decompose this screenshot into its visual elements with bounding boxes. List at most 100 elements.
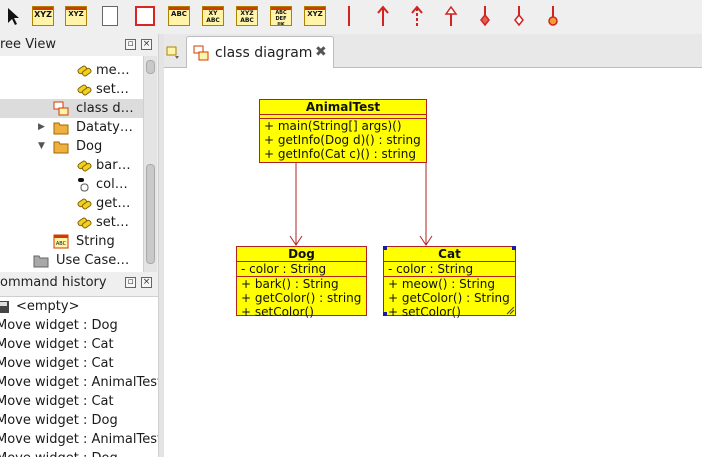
entity-icon: ABC DEF IJK bbox=[270, 6, 292, 26]
association-dog[interactable] bbox=[289, 163, 303, 246]
diagram-canvas[interactable]: AnimalTest + main(String[] args)() + get… bbox=[164, 68, 702, 457]
note-tool-button[interactable] bbox=[97, 3, 123, 29]
line-icon bbox=[348, 6, 350, 26]
tree-item[interactable]: ▶ Dataty… bbox=[38, 120, 133, 135]
operation: + setColor() bbox=[388, 305, 461, 319]
abc-class-icon: ABC bbox=[168, 6, 190, 26]
operation: + getInfo(Dog d)() : string bbox=[264, 133, 421, 147]
tree-item[interactable]: set… bbox=[0, 80, 143, 99]
list-item[interactable]: Move widget : Cat bbox=[0, 394, 114, 409]
splitter[interactable] bbox=[158, 34, 164, 457]
composition-tool-button[interactable] bbox=[472, 3, 498, 29]
operation: + meow() : String bbox=[388, 277, 495, 291]
operation: + getColor() : String bbox=[388, 291, 510, 305]
operation: + getColor() : string bbox=[241, 291, 362, 305]
tree-item[interactable]: bar… bbox=[0, 156, 143, 175]
package-icon: XYZ bbox=[304, 6, 326, 26]
tree-view-title: ree View bbox=[0, 37, 57, 52]
attributes-compartment: - color : String bbox=[237, 262, 366, 277]
generalization-tool-button[interactable] bbox=[438, 3, 464, 29]
note-icon bbox=[102, 6, 118, 26]
resize-handle[interactable] bbox=[512, 246, 516, 250]
tree-item[interactable]: get… bbox=[0, 194, 143, 213]
tree-item[interactable]: col… bbox=[0, 175, 143, 194]
list-item[interactable]: Move widget : AnimalTest bbox=[0, 432, 158, 447]
operation-icon bbox=[77, 84, 92, 96]
collapse-icon[interactable]: ▼ bbox=[38, 141, 45, 151]
tree-item[interactable]: Use Case… bbox=[0, 251, 143, 270]
tree-item[interactable]: ▼ Dog bbox=[38, 139, 103, 154]
resize-grip-icon[interactable] bbox=[505, 305, 515, 315]
class-tool-button[interactable]: XYZ bbox=[30, 3, 56, 29]
association-tool-button[interactable] bbox=[370, 3, 396, 29]
dependency-tool-button[interactable] bbox=[404, 3, 430, 29]
class-name: AnimalTest bbox=[260, 100, 426, 115]
generalization-arrow-icon bbox=[444, 5, 458, 26]
command-history-list: <empty> Move widget : Dog Move widget : … bbox=[0, 296, 158, 457]
tree-view: me… set… class d… ▶ Dataty… ▼ Dog bar… c… bbox=[0, 56, 143, 278]
resize-handle[interactable] bbox=[383, 312, 387, 316]
select-arrow-icon[interactable] bbox=[0, 3, 26, 29]
list-item[interactable]: Move widget : Cat bbox=[0, 337, 114, 352]
aggregation-icon bbox=[514, 6, 524, 27]
operations-compartment: + main(String[] args)() + getInfo(Dog d)… bbox=[260, 119, 426, 161]
dependency-arrow-icon bbox=[411, 5, 423, 26]
float-panel-icon[interactable]: ▫ bbox=[125, 39, 136, 50]
abc-class-tool-button[interactable]: ABC bbox=[166, 3, 192, 29]
close-panel-icon[interactable]: × bbox=[141, 39, 152, 50]
tab-scroll-icon[interactable] bbox=[166, 46, 182, 60]
box-icon bbox=[135, 6, 155, 26]
operation-icon bbox=[77, 198, 92, 210]
containment-icon bbox=[548, 6, 558, 26]
class-icon: XYZ bbox=[32, 6, 54, 26]
scroll-up-handle[interactable] bbox=[146, 60, 155, 74]
tree-view-header: ree View ▫ × bbox=[0, 34, 158, 56]
tab-class-diagram[interactable]: class diagram ✖ bbox=[186, 36, 334, 68]
close-icon[interactable]: ✖ bbox=[315, 44, 327, 60]
package-tool-button[interactable]: XYZ bbox=[302, 3, 328, 29]
svg-text:ABC: ABC bbox=[56, 241, 67, 247]
list-item[interactable]: Move widget : AnimalTest bbox=[0, 375, 158, 390]
operations-compartment: + bark() : String + getColor() : string … bbox=[237, 277, 366, 319]
tree-scrollbar[interactable] bbox=[143, 56, 157, 278]
xy-abc-tool-button[interactable]: XY ABC bbox=[200, 3, 226, 29]
float-panel-icon[interactable]: ▫ bbox=[125, 277, 136, 288]
list-item[interactable]: Move widget : Dog bbox=[0, 413, 118, 428]
template-class-tool-button[interactable]: XYZ bbox=[63, 3, 89, 29]
entity-tool-button[interactable]: ABC DEF IJK bbox=[268, 3, 294, 29]
operations-compartment: + meow() : String + getColor() : String … bbox=[384, 277, 515, 319]
expand-icon[interactable]: ▶ bbox=[38, 122, 45, 132]
connectors-layer bbox=[289, 163, 433, 246]
attribute: - color : String bbox=[241, 262, 327, 276]
containment-tool-button[interactable] bbox=[540, 3, 566, 29]
aggregation-tool-button[interactable] bbox=[506, 3, 532, 29]
box-tool-button[interactable] bbox=[132, 3, 158, 29]
tree-item[interactable]: ABC String bbox=[0, 232, 143, 251]
operation-icon bbox=[77, 160, 92, 172]
attribute-icon bbox=[78, 178, 89, 192]
class-diagram-icon bbox=[193, 45, 209, 61]
close-panel-icon[interactable]: × bbox=[141, 277, 152, 288]
folder-icon bbox=[53, 122, 69, 135]
class-animaltest[interactable]: AnimalTest + main(String[] args)() + get… bbox=[259, 99, 427, 163]
list-item[interactable]: Move widget : Cat bbox=[0, 356, 114, 371]
operation: + main(String[] args)() bbox=[264, 119, 402, 133]
class-name: Cat bbox=[384, 247, 515, 262]
operation: + setColor() bbox=[241, 305, 314, 319]
attribute: - color : String bbox=[388, 262, 474, 276]
list-item[interactable]: Move widget : Dog bbox=[0, 318, 118, 333]
xyz-abc-tool-button[interactable]: XYZ ABC bbox=[234, 3, 260, 29]
operation-icon bbox=[77, 65, 92, 77]
class-cat[interactable]: Cat - color : String + meow() : String +… bbox=[383, 246, 516, 319]
association-cat[interactable] bbox=[419, 163, 433, 246]
tab-bar: class diagram ✖ bbox=[164, 34, 702, 68]
resize-handle[interactable] bbox=[383, 246, 387, 250]
operation: + getInfo(Cat c)() : string bbox=[264, 147, 416, 161]
tree-item[interactable]: set… bbox=[0, 213, 143, 232]
list-item[interactable]: Move widget : Dog bbox=[0, 449, 118, 457]
tree-item-selected[interactable]: class d… bbox=[0, 99, 143, 118]
class-dog[interactable]: Dog - color : String + bark() : String +… bbox=[236, 246, 367, 319]
tree-item[interactable]: me… bbox=[0, 61, 143, 80]
line-tool-button[interactable] bbox=[336, 3, 362, 29]
scroll-thumb[interactable] bbox=[146, 164, 155, 264]
